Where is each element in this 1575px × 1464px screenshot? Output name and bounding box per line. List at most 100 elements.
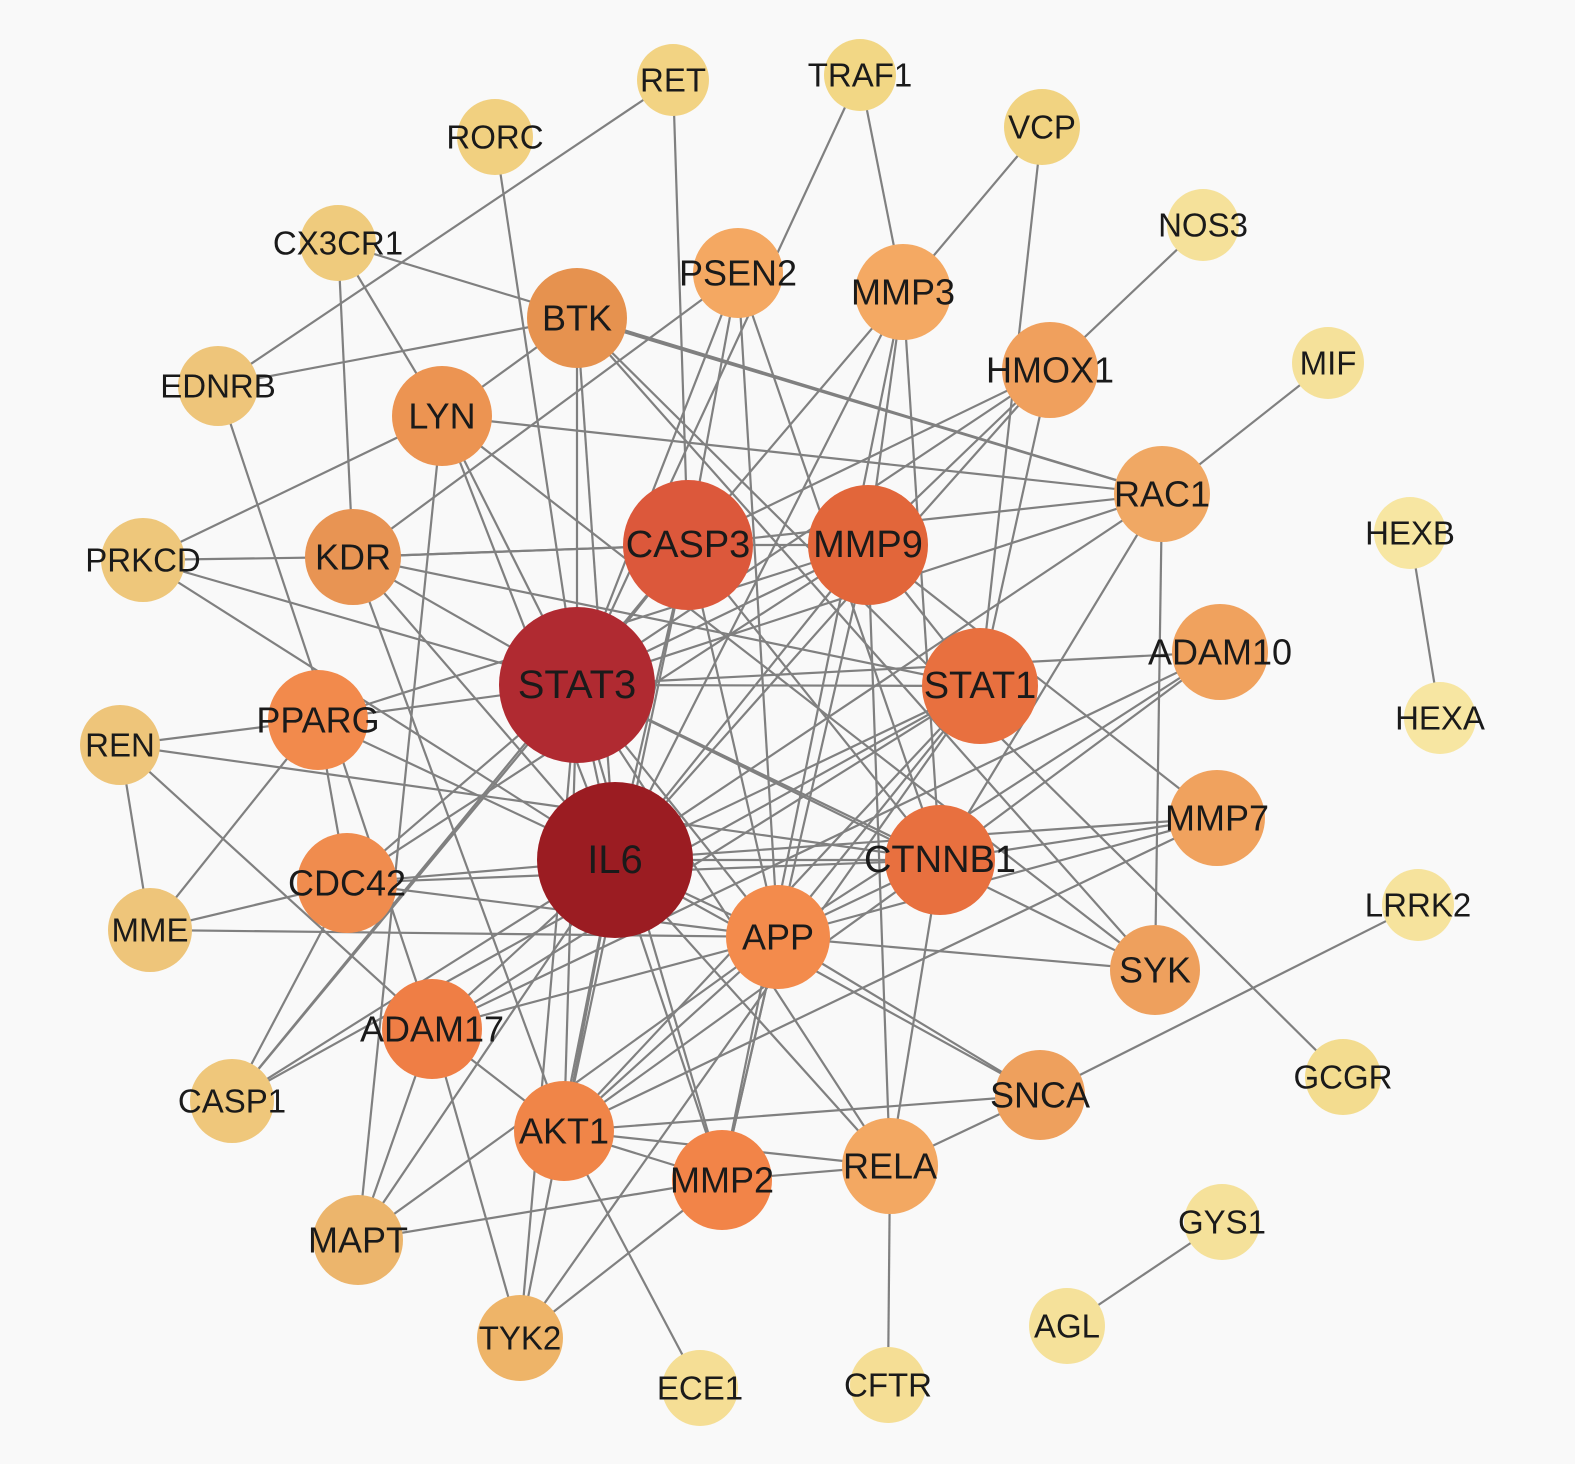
node-circle xyxy=(514,1081,614,1181)
node-label: HEXA xyxy=(1395,700,1485,737)
node-cftr[interactable]: CFTR xyxy=(844,1347,932,1423)
node-label: CFTR xyxy=(844,1367,932,1404)
node-circle xyxy=(1004,89,1080,165)
edge-lyn-syk xyxy=(441,415,1156,971)
edge-mmp9-mmp7 xyxy=(867,544,1218,819)
node-lrrk2[interactable]: LRRK2 xyxy=(1365,869,1471,941)
node-kdr[interactable]: KDR xyxy=(305,509,401,605)
node-label: RELA xyxy=(843,1146,937,1187)
edge-hmox1-casp3 xyxy=(687,369,1051,546)
node-ece1[interactable]: ECE1 xyxy=(657,1350,743,1426)
node-btk[interactable]: BTK xyxy=(527,268,627,368)
node-ren[interactable]: REN xyxy=(80,705,160,785)
edge-ren-ctnnb1 xyxy=(119,743,941,862)
edge-btk-il6 xyxy=(575,317,617,861)
edge-psen2-kdr xyxy=(352,272,739,558)
node-il6[interactable]: IL6 xyxy=(537,782,693,938)
edge-mmp3-il6 xyxy=(614,291,904,861)
node-ctnnb1[interactable]: CTNNB1 xyxy=(864,805,1016,915)
node-circle xyxy=(850,1347,926,1423)
node-stat3[interactable]: STAT3 xyxy=(499,607,655,763)
node-rorc[interactable]: RORC xyxy=(446,99,544,175)
node-adam17[interactable]: ADAM17 xyxy=(360,979,504,1079)
node-circle xyxy=(1374,497,1446,569)
node-label: CTNNB1 xyxy=(864,839,1016,881)
node-app[interactable]: APP xyxy=(726,885,830,989)
node-rela[interactable]: RELA xyxy=(842,1118,938,1214)
node-label: APP xyxy=(742,917,814,958)
node-lyn[interactable]: LYN xyxy=(392,366,492,466)
node-label: SNCA xyxy=(990,1075,1090,1116)
edge-mme-app xyxy=(149,928,779,939)
edge-rac1-ctnnb1 xyxy=(939,493,1163,861)
edge-mmp3-mmp2 xyxy=(720,291,905,1181)
node-gcgr[interactable]: GCGR xyxy=(1294,1039,1393,1115)
edge-cx3cr1-kdr xyxy=(336,242,355,558)
node-ednrb[interactable]: EDNRB xyxy=(160,346,276,426)
node-label: CDC42 xyxy=(288,863,406,904)
node-cx3cr1[interactable]: CX3CR1 xyxy=(273,205,403,281)
node-label: MMP7 xyxy=(1165,798,1269,839)
node-mme[interactable]: MME xyxy=(108,888,192,972)
edge-ret-casp3 xyxy=(671,79,690,546)
node-mmp9[interactable]: MMP9 xyxy=(808,485,928,605)
node-circle xyxy=(637,44,709,116)
node-syk[interactable]: SYK xyxy=(1110,925,1200,1015)
node-circle xyxy=(1169,770,1265,866)
node-hexa[interactable]: HEXA xyxy=(1395,682,1485,754)
node-mmp7[interactable]: MMP7 xyxy=(1165,770,1269,866)
node-mmp2[interactable]: MMP2 xyxy=(670,1130,774,1230)
node-circle xyxy=(808,485,928,605)
node-casp1[interactable]: CASP1 xyxy=(178,1059,286,1143)
node-label: PPARG xyxy=(256,700,379,741)
node-snca[interactable]: SNCA xyxy=(990,1050,1090,1140)
node-label: IL6 xyxy=(587,838,643,882)
node-ret[interactable]: RET xyxy=(637,44,709,116)
node-hexb[interactable]: HEXB xyxy=(1365,497,1455,569)
node-mif[interactable]: MIF xyxy=(1292,327,1364,399)
node-label: BTK xyxy=(542,298,612,339)
node-label: NOS3 xyxy=(1158,207,1248,244)
node-pparg[interactable]: PPARG xyxy=(256,670,380,770)
node-label: TYK2 xyxy=(479,1320,562,1357)
node-label: RORC xyxy=(446,119,543,156)
node-psen2[interactable]: PSEN2 xyxy=(679,228,797,318)
edge-rac1-il6 xyxy=(614,493,1163,861)
node-casp3[interactable]: CASP3 xyxy=(623,480,753,610)
node-adam10[interactable]: ADAM10 xyxy=(1148,604,1292,700)
node-prkcd[interactable]: PRKCD xyxy=(85,518,201,602)
edge-casp1-stat3 xyxy=(231,684,578,1102)
node-akt1[interactable]: AKT1 xyxy=(514,1081,614,1181)
node-circle xyxy=(824,39,896,111)
node-circle xyxy=(297,833,397,933)
node-vcp[interactable]: VCP xyxy=(1004,89,1080,165)
node-rac1[interactable]: RAC1 xyxy=(1114,446,1210,542)
node-circle xyxy=(537,782,693,938)
edge-adam10-app xyxy=(777,651,1221,938)
node-circle xyxy=(382,979,482,1079)
node-gys1[interactable]: GYS1 xyxy=(1178,1184,1266,1260)
node-label: ECE1 xyxy=(657,1370,743,1407)
node-nos3[interactable]: NOS3 xyxy=(1158,189,1248,261)
node-agl[interactable]: AGL xyxy=(1029,1288,1105,1364)
node-cdc42[interactable]: CDC42 xyxy=(288,833,406,933)
node-stat1[interactable]: STAT1 xyxy=(922,628,1038,744)
node-label: EDNRB xyxy=(160,368,276,405)
node-traf1[interactable]: TRAF1 xyxy=(808,39,913,111)
node-label: RET xyxy=(640,62,706,99)
edge-ren-adam17 xyxy=(119,744,433,1030)
node-circle xyxy=(662,1350,738,1426)
edge-rac1-syk xyxy=(1153,493,1164,971)
node-label: MMP9 xyxy=(813,524,923,566)
edge-mapt-mmp2 xyxy=(357,1178,723,1242)
node-circle xyxy=(1382,869,1454,941)
node-tyk2[interactable]: TYK2 xyxy=(477,1295,563,1381)
node-circle xyxy=(457,99,533,175)
node-circle xyxy=(1029,1288,1105,1364)
node-mmp3[interactable]: MMP3 xyxy=(851,244,955,340)
node-circle xyxy=(300,205,376,281)
node-mapt[interactable]: MAPT xyxy=(308,1195,408,1285)
node-hmox1[interactable]: HMOX1 xyxy=(986,322,1114,418)
edge-app-adam17 xyxy=(431,935,779,1031)
